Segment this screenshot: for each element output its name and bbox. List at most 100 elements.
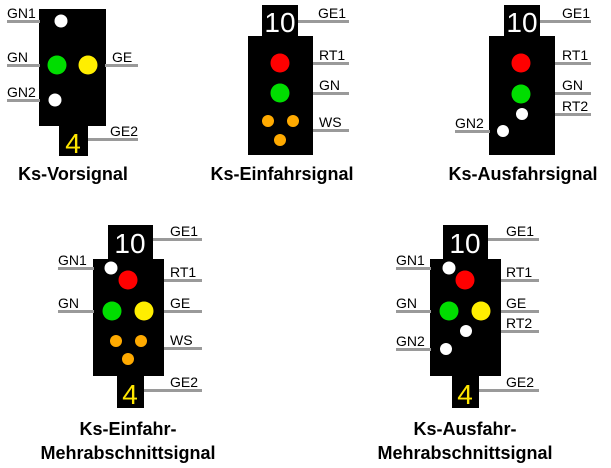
pin-label-gn: GN [396, 295, 417, 311]
pin-label-gn1: GN1 [7, 5, 36, 21]
light-rt1-red [455, 270, 475, 290]
pin-ge1 [488, 238, 539, 241]
pin-ge1 [298, 20, 349, 23]
signal-ks-ausfahrsignal: 10 GE1 RT1 GN RT2 GN2 Ks-Ausfahrsignal [448, 5, 598, 184]
pin-label-rt1: RT1 [562, 47, 588, 63]
pin-gn [313, 92, 349, 95]
pin-ws [313, 129, 349, 132]
pin-label-ge1: GE1 [506, 223, 534, 239]
pin-label-gn1: GN1 [396, 252, 425, 268]
pin-ws [164, 347, 202, 350]
light-ge-yellow [134, 301, 154, 321]
pin-label-gn2: GN2 [396, 333, 425, 349]
pin-label-ge2: GE2 [170, 374, 198, 390]
light-rt2-white [516, 108, 528, 120]
pin-gn [7, 64, 40, 67]
pin-label-rt2: RT2 [506, 315, 532, 331]
pin-ge1 [540, 20, 591, 23]
light-rt1-red [118, 270, 138, 290]
light-gn2-white [48, 93, 62, 107]
pin-ge [164, 310, 202, 313]
pin-gn [58, 310, 94, 313]
pin-label-ws: WS [319, 114, 342, 130]
pin-ge2 [144, 389, 202, 392]
signal-ks-ausfahr-mehrabschnittsignal: 10 4 GE1 GN1 RT1 GN GE RT2 GN2 GE2 Ks-Au… [377, 223, 552, 463]
light-gn-green [511, 84, 531, 104]
pin-label-ge2: GE2 [110, 123, 138, 139]
top-indicator-box [504, 5, 540, 36]
pin-gn2 [455, 130, 490, 133]
bottom-indicator: 4 [65, 128, 81, 159]
pin-label-ge1: GE1 [562, 5, 590, 21]
pin-rt1 [555, 62, 591, 65]
top-indicator: 10 [449, 228, 480, 259]
signal-caption-line-2: Mehrabschnittsignal [40, 443, 215, 463]
light-gn-green [439, 301, 459, 321]
pin-ge2 [479, 389, 539, 392]
pin-label-ge2: GE2 [506, 374, 534, 390]
pin-label-ge1: GE1 [170, 223, 198, 239]
pin-label-gn: GN [562, 77, 583, 93]
light-gn-green [270, 83, 290, 103]
pin-label-gn2: GN2 [7, 84, 36, 100]
light-gn1-white [54, 14, 68, 28]
light-gn2-white [497, 125, 509, 137]
top-indicator: 10 [506, 7, 537, 38]
signal-caption-line-2: Mehrabschnittsignal [377, 443, 552, 463]
pin-label-rt2: RT2 [562, 98, 588, 114]
signal-caption-line-1: Ks-Ausfahr- [413, 419, 516, 439]
pin-label-rt1: RT1 [506, 264, 532, 280]
pin-label-ge: GE [170, 295, 190, 311]
bottom-indicator: 4 [122, 379, 138, 410]
pin-label-gn: GN [7, 49, 28, 65]
signal-ks-einfahrsignal: 10 GE1 RT1 GN WS Ks-Einfahrsignal [210, 5, 354, 184]
pin-ge2 [88, 138, 138, 141]
top-indicator-box [108, 225, 153, 259]
light-ws-orange-1 [262, 115, 274, 127]
pin-label-gn: GN [58, 295, 79, 311]
bottom-indicator-box [59, 126, 88, 156]
pin-label-rt1: RT1 [170, 264, 196, 280]
light-rt2-white [460, 325, 472, 337]
top-indicator-box [262, 5, 298, 36]
light-gn-green [102, 301, 122, 321]
pin-gn1 [396, 267, 431, 270]
light-ge-yellow [78, 55, 98, 75]
pin-label-ws: WS [170, 332, 193, 348]
light-gn1-white [104, 261, 118, 275]
light-ws-orange-3 [122, 353, 134, 365]
bottom-indicator: 4 [457, 379, 473, 410]
pin-label-gn2: GN2 [455, 115, 484, 131]
pin-gn1 [58, 267, 94, 270]
pin-gn2 [7, 99, 40, 102]
light-ws-orange-2 [135, 335, 147, 347]
light-rt1-red [270, 53, 290, 73]
pin-label-rt1: RT1 [319, 47, 345, 63]
light-gn-green [47, 55, 67, 75]
pin-rt1 [501, 279, 539, 282]
pin-gn [396, 310, 431, 313]
signal-caption-line-1: Ks-Einfahr- [79, 419, 176, 439]
top-indicator: 10 [114, 228, 145, 259]
light-ws-orange-1 [110, 335, 122, 347]
pin-ge1 [153, 238, 202, 241]
bottom-indicator-box [117, 376, 144, 408]
pin-rt2 [555, 113, 591, 116]
pin-label-gn1: GN1 [58, 252, 87, 268]
pin-rt1 [313, 62, 349, 65]
top-indicator: 10 [264, 7, 295, 38]
top-indicator-box [443, 225, 488, 259]
signal-ks-einfahr-mehrabschnittsignal: 10 4 GE1 GN1 RT1 GN GE WS GE2 Ks-Einfahr… [40, 223, 215, 463]
pin-label-gn: GN [319, 77, 340, 93]
pin-ge [501, 310, 539, 313]
signal-caption: Ks-Ausfahrsignal [448, 164, 597, 184]
pin-ge [105, 64, 138, 67]
pin-gn2 [396, 348, 431, 351]
light-ws-orange-2 [287, 115, 299, 127]
pin-rt2 [501, 330, 539, 333]
light-gn1-white [442, 261, 456, 275]
bottom-indicator-box [452, 376, 479, 408]
signal-caption: Ks-Vorsignal [18, 164, 128, 184]
pin-label-ge: GE [112, 49, 132, 65]
